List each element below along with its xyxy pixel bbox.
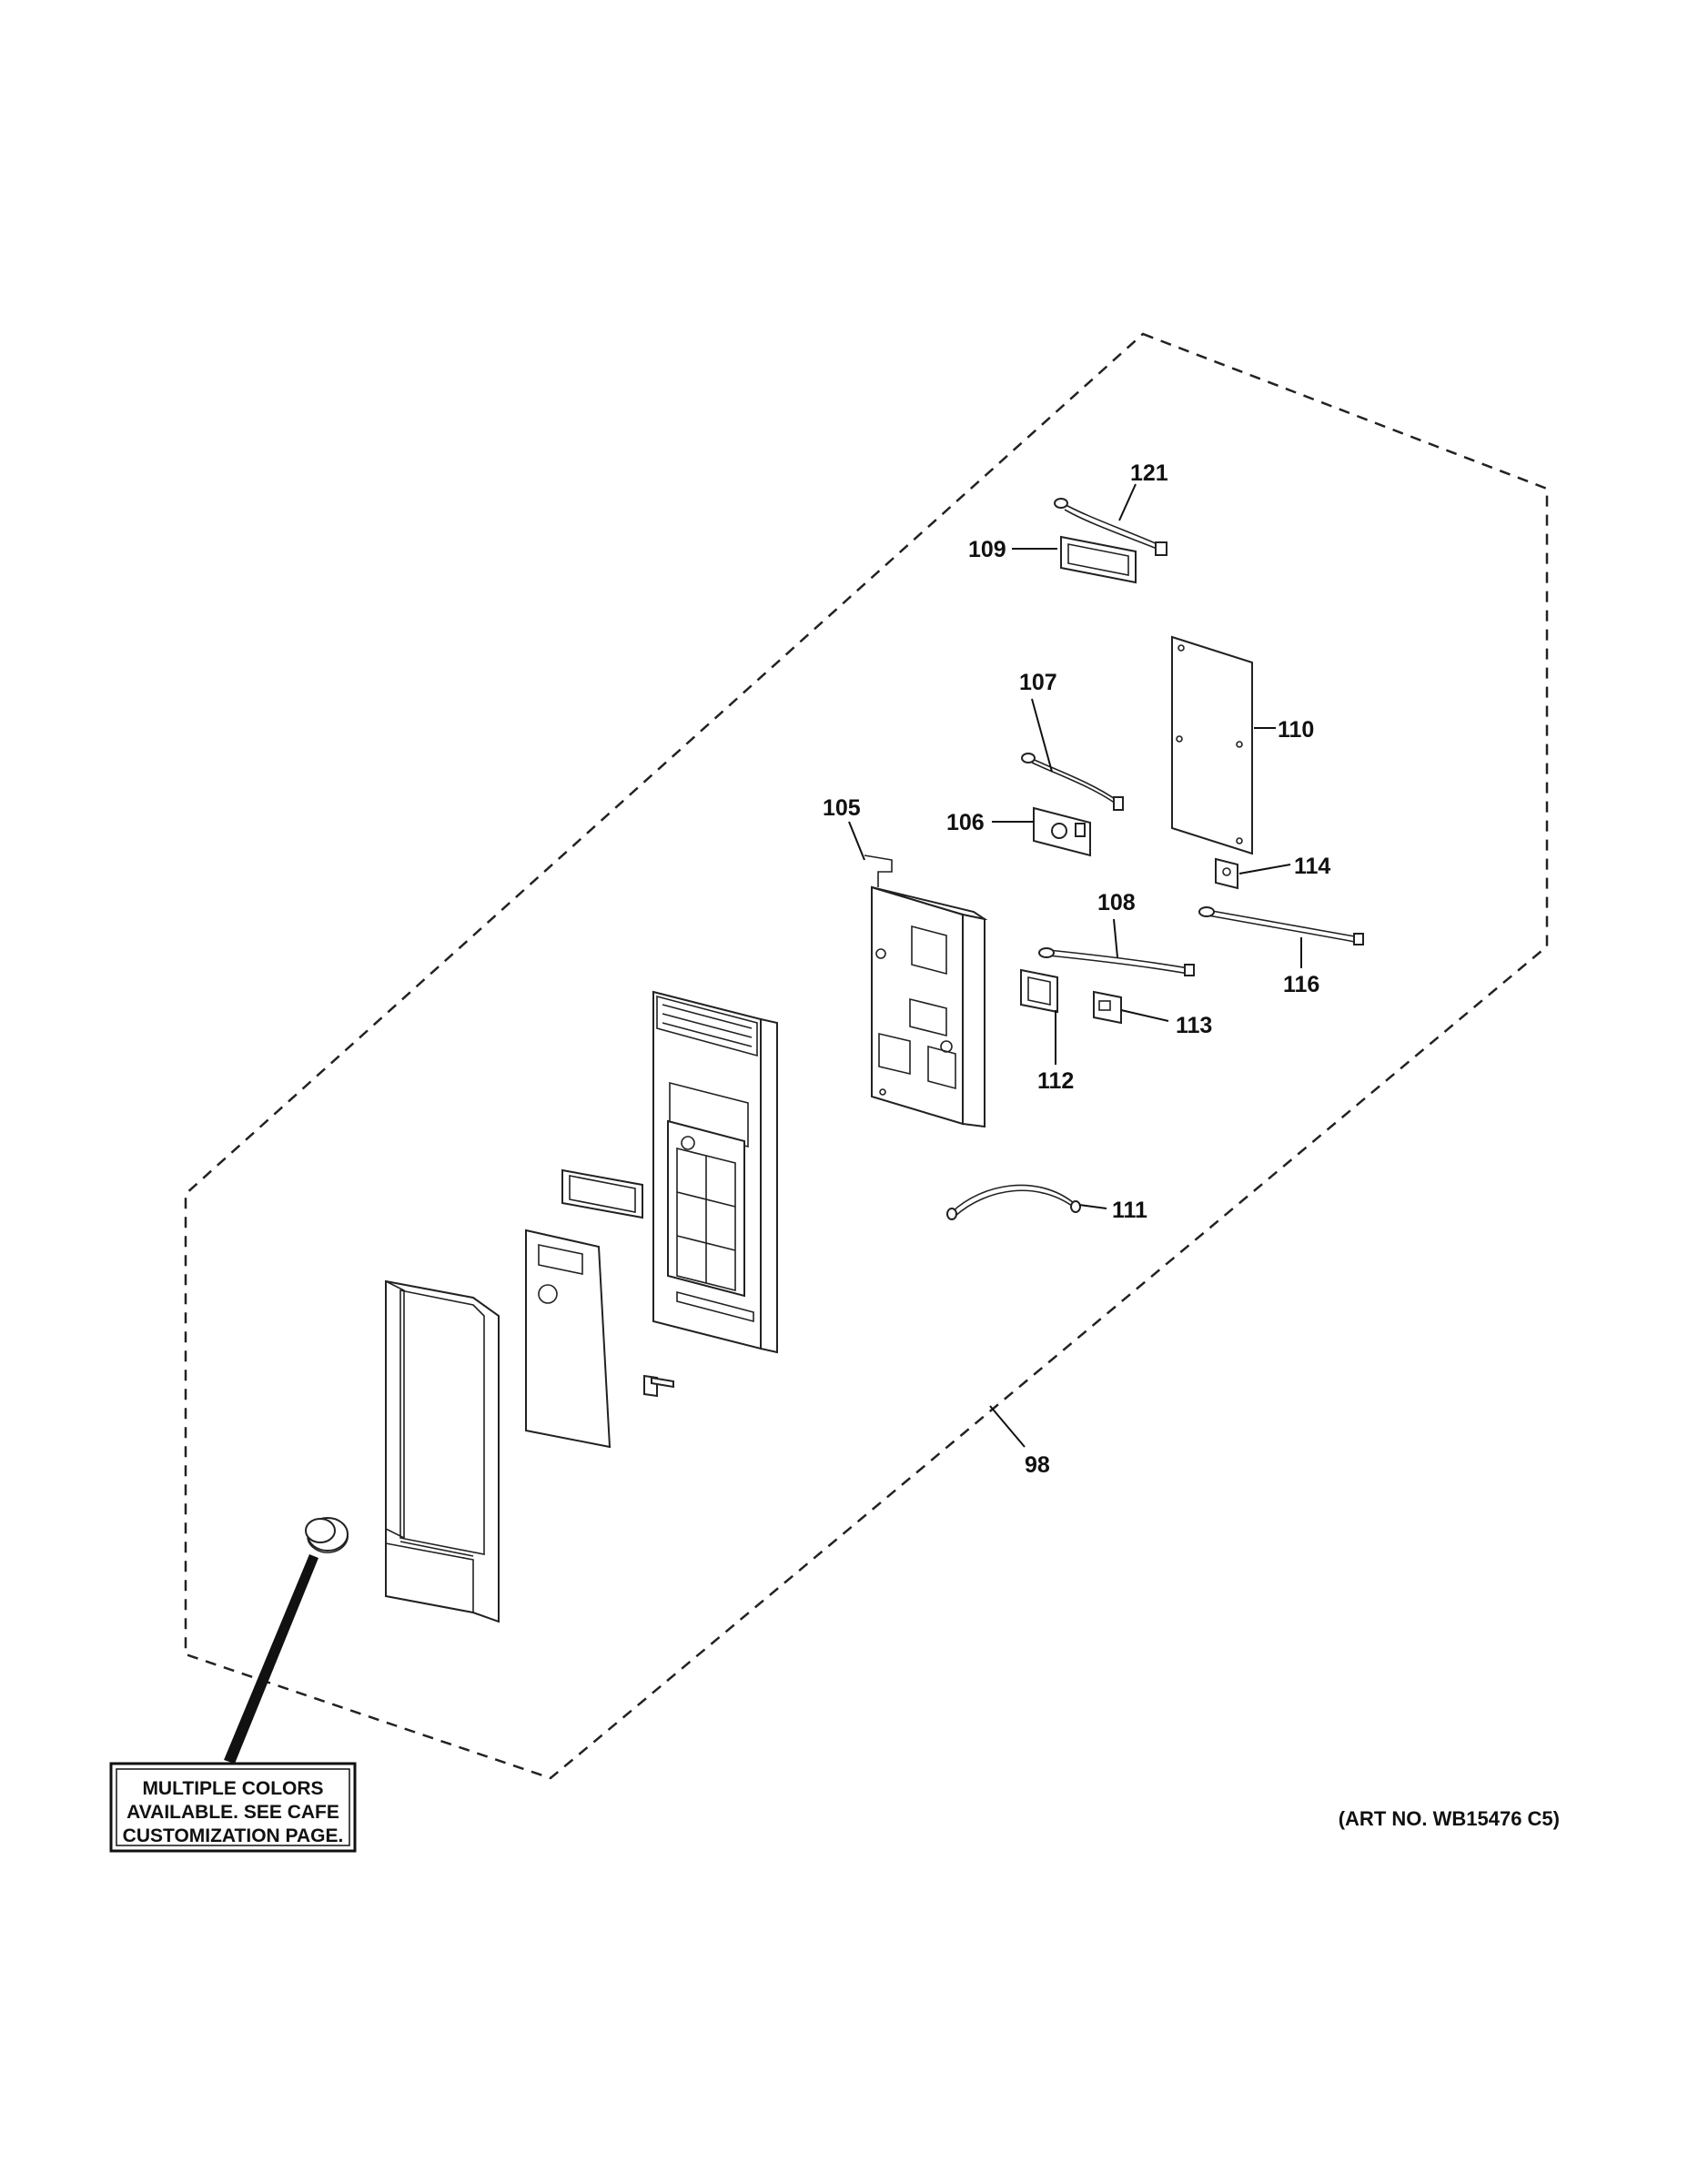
part-111-wire-harness[interactable] xyxy=(946,1184,1081,1220)
part-108-wire-harness[interactable] xyxy=(1038,947,1195,976)
display-window-insert[interactable] xyxy=(561,1168,643,1219)
part-112-frame[interactable] xyxy=(1020,968,1058,1014)
note-line-3: CUSTOMIZATION PAGE. xyxy=(123,1825,344,1846)
control-knob[interactable] xyxy=(305,1517,349,1553)
leader-98 xyxy=(989,1405,1026,1448)
leader-107 xyxy=(1031,698,1053,773)
leader-114 xyxy=(1238,864,1291,875)
leader-105 xyxy=(848,821,865,861)
colors-note-box: MULTIPLE COLORS AVAILABLE. SEE CAFE CUST… xyxy=(109,1762,357,1853)
callout-121: 121 xyxy=(1130,460,1168,486)
callout-116: 116 xyxy=(1283,972,1319,997)
part-114-bracket[interactable] xyxy=(1215,857,1238,890)
callout-108: 108 xyxy=(1097,890,1136,915)
callout-105: 105 xyxy=(823,795,861,821)
part-110-control-board[interactable] xyxy=(1171,635,1253,855)
control-panel-overlay[interactable] xyxy=(525,1228,612,1449)
note-pointer xyxy=(224,1554,318,1764)
part-109-display-window[interactable] xyxy=(1060,535,1137,584)
part-121-wire-harness[interactable] xyxy=(1054,498,1167,556)
callout-112: 112 xyxy=(1037,1068,1074,1094)
part-113-pad[interactable] xyxy=(1093,990,1122,1025)
leader-111 xyxy=(1078,1204,1107,1209)
callout-107: 107 xyxy=(1019,670,1057,695)
latch-clip[interactable] xyxy=(643,1374,674,1398)
callout-114: 114 xyxy=(1294,854,1330,879)
part-106-switch[interactable] xyxy=(1033,806,1091,857)
note-line-1: MULTIPLE COLORS xyxy=(142,1778,323,1799)
callout-98: 98 xyxy=(1025,1452,1050,1478)
callout-113: 113 xyxy=(1176,1013,1212,1038)
callout-109: 109 xyxy=(968,537,1006,562)
leader-113 xyxy=(1120,1009,1169,1022)
leader-108 xyxy=(1113,918,1118,958)
note-line-2: AVAILABLE. SEE CAFE xyxy=(126,1802,339,1823)
callout-110: 110 xyxy=(1278,717,1314,743)
part-116-wire-harness[interactable] xyxy=(1198,906,1364,945)
part-105-control-chassis[interactable] xyxy=(864,854,988,1128)
leader-121 xyxy=(1118,483,1137,521)
art-number: (ART NO. WB15476 C5) xyxy=(1339,1807,1560,1830)
callout-106: 106 xyxy=(946,810,985,835)
door-frame-assembly[interactable] xyxy=(652,990,778,1354)
assembly-boundary xyxy=(184,332,1549,1780)
callout-111: 111 xyxy=(1112,1198,1147,1223)
part-107-wire-harness[interactable] xyxy=(1021,753,1124,811)
front-trim-panel[interactable] xyxy=(385,1279,500,1623)
